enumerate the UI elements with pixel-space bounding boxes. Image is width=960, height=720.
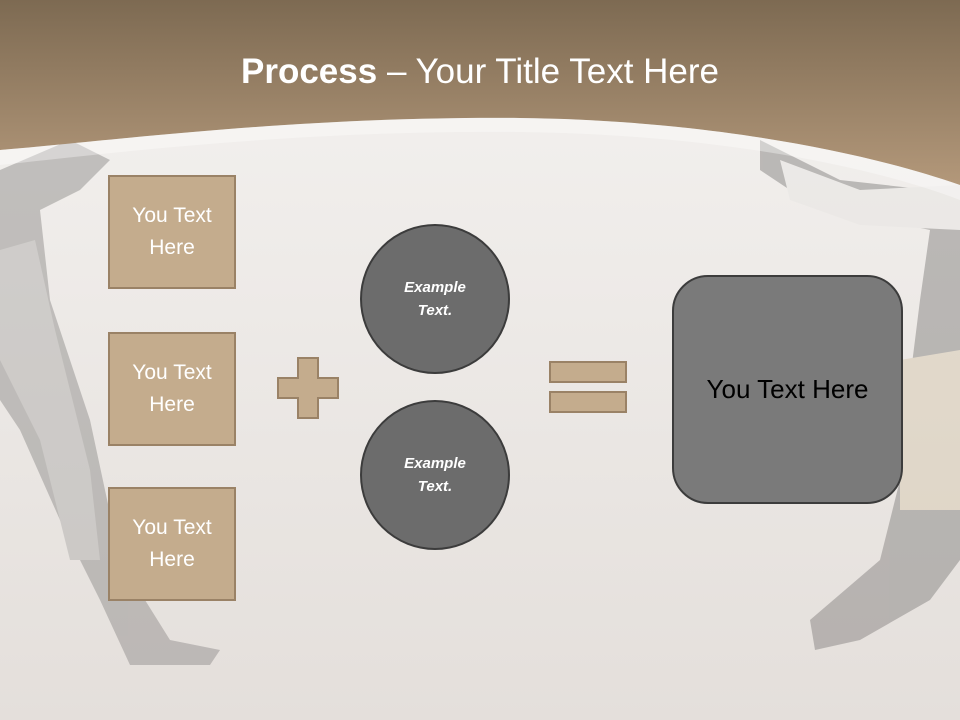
example-circle-2: Example Text. [360, 400, 510, 550]
input-box-label: You Text Here [132, 204, 212, 259]
circle-label: Example Text. [404, 455, 466, 495]
equals-icon [549, 361, 627, 413]
input-box-3: You Text Here [108, 487, 236, 601]
result-label: You Text Here [706, 374, 869, 404]
input-box-2: You Text Here [108, 332, 236, 446]
input-box-label: You Text Here [132, 361, 212, 416]
result-box: You Text Here [672, 275, 903, 504]
slide-title: Process – Your Title Text Here [0, 52, 960, 92]
input-box-label: You Text Here [132, 516, 212, 571]
header-band [0, 0, 960, 185]
input-box-1: You Text Here [108, 175, 236, 289]
title-bold: Process [241, 52, 378, 91]
title-rest: – Your Title Text Here [377, 52, 719, 91]
plus-icon [277, 357, 339, 419]
example-circle-1: Example Text. [360, 224, 510, 374]
right-figure-illustration [760, 140, 960, 650]
circle-label: Example Text. [404, 279, 466, 319]
